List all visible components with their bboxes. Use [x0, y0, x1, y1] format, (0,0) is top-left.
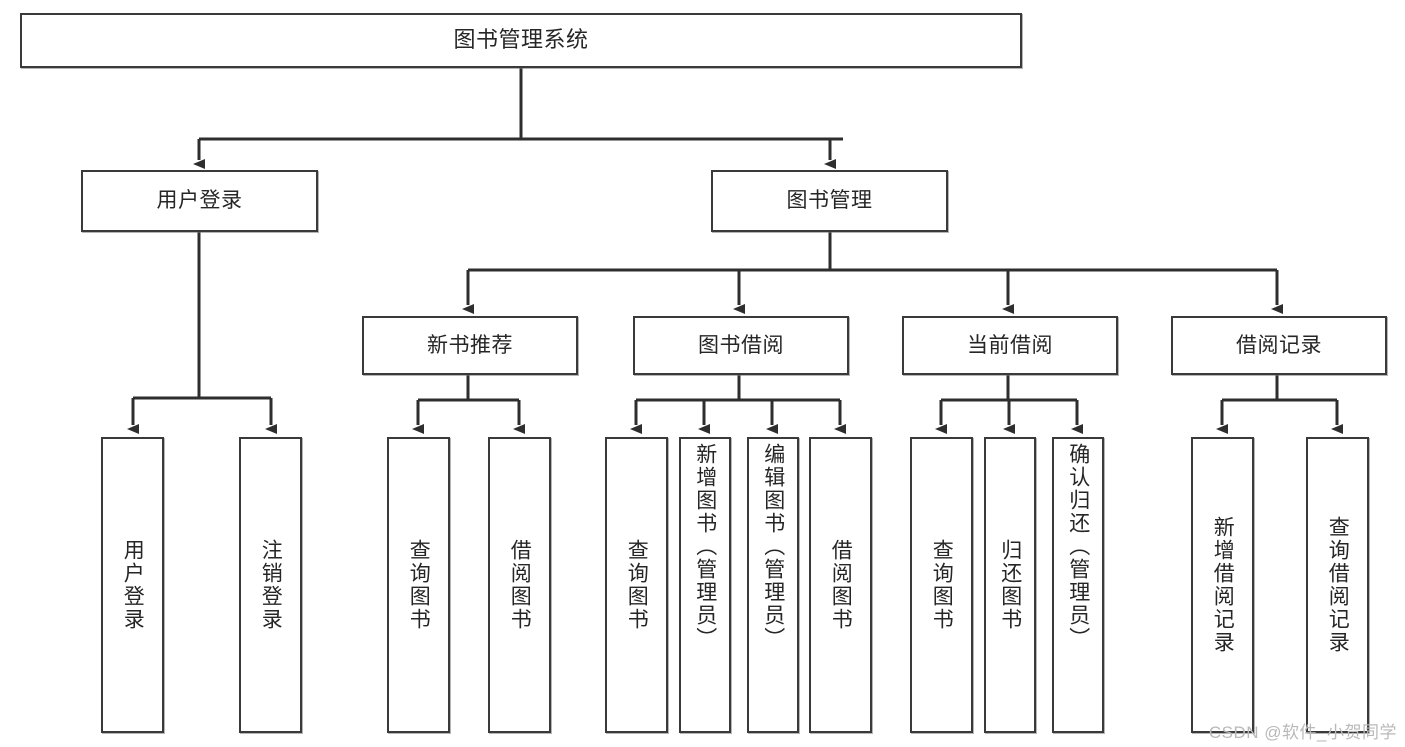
- node-book-borrow[interactable]: 图书借阅: [633, 316, 849, 375]
- node-label: 用户登录: [156, 189, 243, 213]
- node-root-system[interactable]: 图书管理系统: [20, 13, 1022, 68]
- node-label: 图书管理: [786, 189, 873, 213]
- leaf-user-login[interactable]: 用户登录: [101, 437, 164, 733]
- leaf-borrow-query-book[interactable]: 查询图书: [605, 437, 668, 733]
- node-new-book-recommend[interactable]: 新书推荐: [362, 316, 578, 375]
- node-borrow-record[interactable]: 借阅记录: [1171, 316, 1387, 375]
- node-book-management[interactable]: 图书管理: [711, 170, 948, 232]
- leaf-record-add-record[interactable]: 新增借阅记录: [1191, 437, 1254, 733]
- leaf-user-logout[interactable]: 注销登录: [239, 437, 302, 733]
- leaf-newbook-query-book[interactable]: 查询图书: [387, 437, 450, 733]
- node-label: 新书推荐: [427, 333, 513, 357]
- node-label: 图书借阅: [698, 333, 784, 357]
- node-label: 新增借阅记录: [1211, 516, 1235, 654]
- node-label: 新增图书（管理员）: [693, 443, 717, 650]
- node-label: 归还图书: [998, 539, 1022, 631]
- node-label: 图书管理系统: [453, 27, 589, 53]
- node-label: 注销登录: [259, 539, 283, 631]
- node-label: 查询图书: [625, 539, 649, 631]
- leaf-newbook-borrow-book[interactable]: 借阅图书: [488, 437, 551, 733]
- node-label: 编辑图书（管理员）: [761, 443, 785, 650]
- node-label: 当前借阅: [967, 333, 1053, 357]
- node-label: 查询图书: [407, 539, 431, 631]
- leaf-borrow-edit-book-admin[interactable]: 编辑图书（管理员）: [747, 437, 799, 733]
- node-label: 确认归还（管理员）: [1066, 443, 1090, 650]
- node-user-login[interactable]: 用户登录: [81, 170, 318, 232]
- node-current-borrow[interactable]: 当前借阅: [902, 316, 1118, 375]
- leaf-current-return-book[interactable]: 归还图书: [984, 437, 1036, 733]
- node-label: 借阅图书: [829, 539, 853, 631]
- watermark-text: CSDN @软件_小贺同学: [1208, 723, 1397, 742]
- node-label: 借阅记录: [1236, 333, 1322, 357]
- node-label: 用户登录: [121, 539, 145, 631]
- node-label: 借阅图书: [508, 539, 532, 631]
- node-label: 查询图书: [930, 539, 954, 631]
- leaf-borrow-lend-book[interactable]: 借阅图书: [809, 437, 872, 733]
- leaf-record-query-record[interactable]: 查询借阅记录: [1306, 437, 1369, 733]
- leaf-borrow-add-book-admin[interactable]: 新增图书（管理员）: [679, 437, 731, 733]
- leaf-current-confirm-return-admin[interactable]: 确认归还（管理员）: [1052, 437, 1104, 733]
- leaf-current-query-book[interactable]: 查询图书: [910, 437, 973, 733]
- node-label: 查询借阅记录: [1326, 516, 1350, 654]
